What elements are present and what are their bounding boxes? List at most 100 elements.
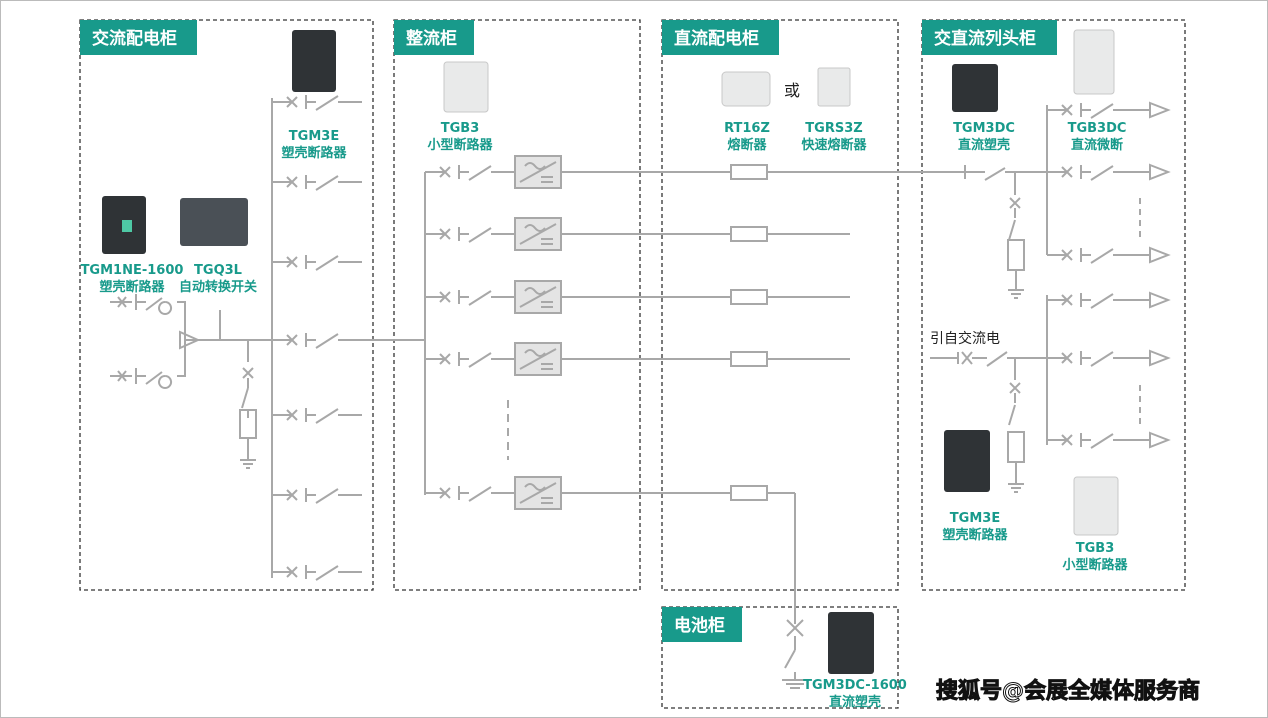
or-text: 或 [784, 81, 800, 100]
breaker-symbol [272, 488, 340, 504]
badge-head [922, 20, 1057, 55]
badge-ac [80, 20, 197, 55]
head-main-breaker [964, 165, 1047, 181]
breaker-symbol [272, 95, 340, 111]
tgm3e-head-desc: 塑壳断路器 [942, 527, 1008, 543]
rt16z-desc: 熔断器 [727, 137, 767, 153]
badge-battery-label: 电池柜 [674, 615, 725, 636]
tgm3dc1600-model: TGM3DC-1600 [803, 678, 907, 693]
tgb3dc-desc: 直流微断 [1071, 137, 1123, 153]
ac-input-note: 引自交流电 [930, 330, 1000, 347]
tgq3l-desc: 自动转换开关 [179, 279, 257, 295]
fuse-symbol [730, 351, 768, 367]
tgm3e-head-model: TGM3E [950, 511, 1000, 526]
arrow-icon [1149, 291, 1171, 309]
tgrs3z-fuse-image [817, 67, 851, 107]
breaker-symbol [425, 352, 493, 368]
tgm1ne-handle [122, 220, 132, 232]
watermark: 搜狐号@会展全媒体服务商 [936, 678, 1200, 704]
rectifier-symbol [519, 223, 557, 245]
surge-arrester [1007, 239, 1025, 271]
breaker-symbol [1047, 165, 1115, 181]
tgrs3z-model: TGRS3Z [805, 121, 862, 136]
tgb3-head-model: TGB3 [1076, 541, 1115, 556]
fuse-symbol [730, 289, 768, 305]
arrow-icon [1149, 349, 1171, 367]
rectifier-symbol [519, 482, 557, 504]
tgb3dc-breaker-image [1073, 29, 1115, 95]
breaker-symbol [425, 227, 493, 243]
head-surge-2 [1008, 358, 1021, 426]
tgb3-head-image [1073, 476, 1119, 536]
badge-battery [662, 607, 742, 642]
badge-head-label: 交直流列头柜 [934, 28, 1036, 49]
breaker-symbol [425, 290, 493, 306]
badge-rectifier-label: 整流柜 [406, 28, 457, 49]
tgb3dc-model: TGB3DC [1068, 121, 1127, 136]
ats-symbol [179, 330, 201, 350]
tgm1ne-desc: 塑壳断路器 [99, 279, 165, 295]
tgb3-model: TGB3 [441, 121, 480, 136]
ground-icon [1008, 270, 1024, 299]
tgm3dc-breaker-image [952, 64, 998, 112]
badge-dc [662, 20, 779, 55]
panel-ac [79, 19, 374, 591]
wiring [110, 95, 1171, 689]
head-surge-1 [1008, 172, 1021, 241]
ats-input-1 [110, 294, 197, 341]
fuse-symbol [730, 226, 768, 242]
breaker-symbol [272, 565, 340, 581]
tgm3dc1600-image [828, 612, 874, 674]
arrow-icon [1149, 431, 1171, 449]
tgb3-head-desc: 小型断路器 [1062, 557, 1128, 573]
battery-link [782, 493, 808, 689]
breaker-symbol [1047, 351, 1115, 367]
breaker-symbol [1047, 103, 1115, 119]
arrow-icon [1149, 246, 1171, 264]
arrow-icon [1149, 163, 1171, 181]
breaker-symbol [272, 175, 340, 191]
panel-dc [661, 19, 899, 591]
rectifier-symbol [519, 348, 557, 370]
breaker-symbol [272, 255, 340, 271]
breaker-symbol [1047, 433, 1115, 449]
rectifier-symbol [519, 161, 557, 183]
tgb3-desc: 小型断路器 [427, 137, 493, 153]
tgm3dc-model: TGM3DC [953, 121, 1015, 136]
tgm3e-breaker-image [292, 30, 336, 92]
tgq3l-model: TGQ3L [194, 263, 242, 278]
ground-icon [1008, 462, 1024, 493]
rt16z-fuse-image [721, 71, 771, 107]
arrow-icon [1149, 101, 1171, 119]
fuse-symbol [730, 164, 768, 180]
panel-rectifier [393, 19, 641, 591]
rectifier-symbol [519, 286, 557, 308]
tgm3dc1600-desc: 直流塑壳 [829, 694, 881, 710]
tgrs3z-desc: 快速熔断器 [801, 137, 867, 153]
tgm1ne-model: TGM1NE-1600 [81, 263, 184, 278]
breaker-symbol [425, 486, 493, 502]
tgm3e-desc: 塑壳断路器 [281, 145, 347, 161]
surge-arrester [1007, 431, 1025, 463]
ground-icon [240, 438, 256, 469]
tgq3l-switch-image [180, 198, 248, 246]
breaker-symbol [1047, 293, 1115, 309]
ats-input-2 [110, 339, 197, 389]
rt16z-model: RT16Z [724, 121, 770, 136]
tgm3e-head-image [944, 430, 990, 492]
panel-battery [661, 606, 899, 709]
fuse-symbol [730, 485, 768, 501]
tgm3e-model: TGM3E [289, 129, 339, 144]
tgb3-breaker-image [443, 61, 489, 113]
rectifier-box [514, 342, 562, 376]
ac-input-line [930, 351, 1047, 367]
badge-ac-label: 交流配电柜 [92, 28, 177, 49]
badge-rectifier [394, 20, 474, 55]
badge-dc-label: 直流配电柜 [674, 28, 759, 49]
ac-surge [198, 310, 272, 418]
tgm3dc-desc: 直流塑壳 [958, 137, 1010, 153]
breaker-symbol [272, 408, 340, 424]
breaker-symbol [1047, 248, 1115, 264]
panel-head [921, 19, 1186, 591]
